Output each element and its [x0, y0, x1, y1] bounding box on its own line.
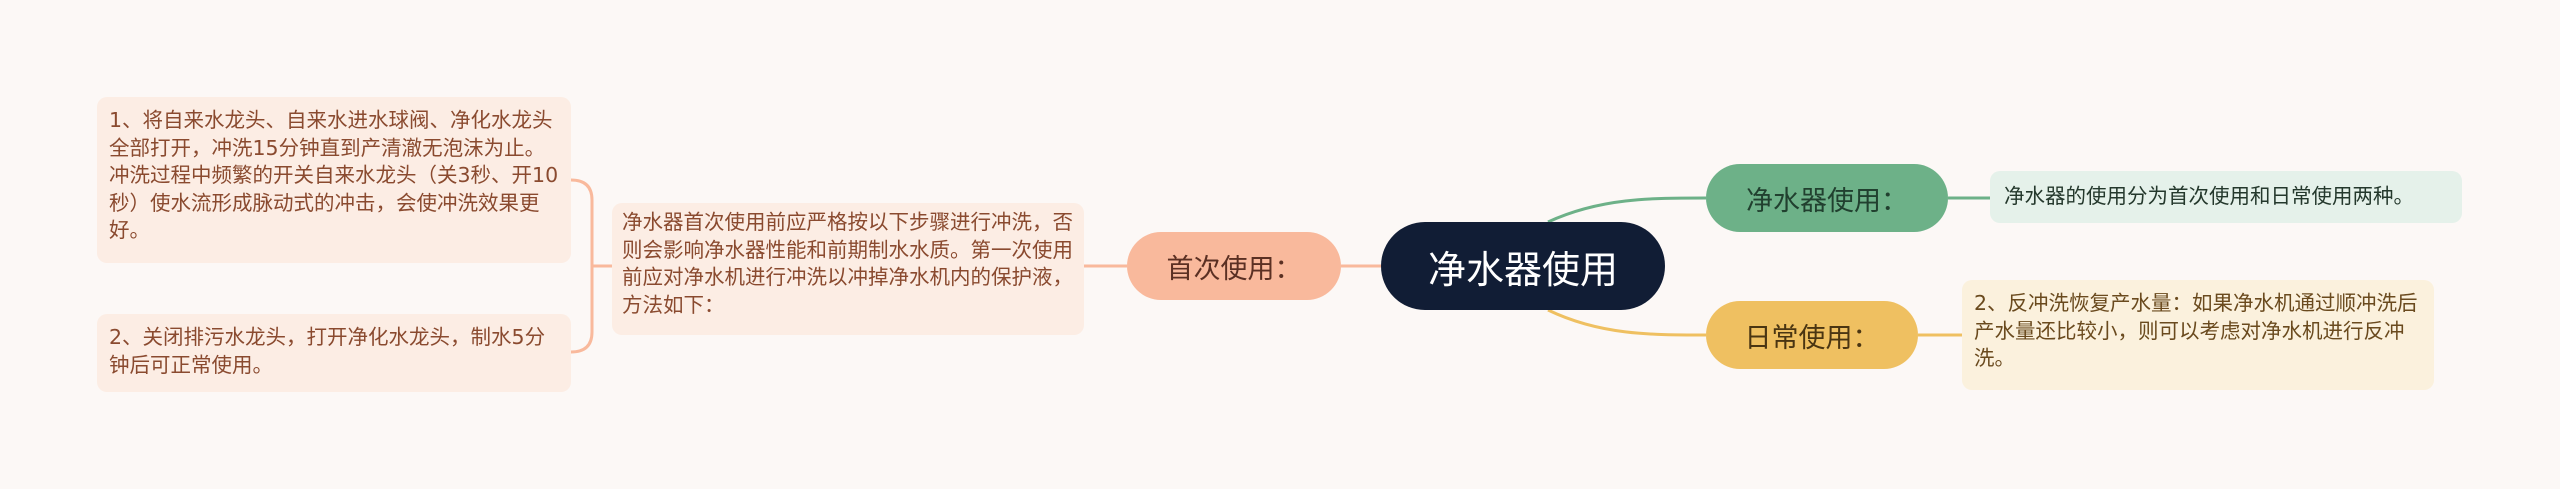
first-use-step-2-card[interactable]: 2、关闭排污水龙头，打开净化水龙头，制水5分钟后可正常使用。 — [97, 314, 571, 392]
branch-first-use[interactable]: 首次使用： — [1127, 232, 1341, 300]
daily-use-detail-card[interactable]: 2、反冲洗恢复产水量：如果净水机通过顺冲洗后产水量还比较小，则可以考虑对净水机进… — [1962, 280, 2434, 390]
branch-daily-use[interactable]: 日常使用： — [1706, 301, 1918, 369]
first-use-detail-card[interactable]: 净水器首次使用前应严格按以下步骤进行冲洗，否则会影响净水器性能和前期制水水质。第… — [612, 203, 1084, 335]
branch-usage[interactable]: 净水器使用： — [1706, 164, 1948, 232]
edge-root-daily — [1547, 308, 1707, 337]
bracket-steps — [570, 178, 594, 354]
edge-root-usage — [1547, 196, 1707, 224]
first-use-step-1-card[interactable]: 1、将自来水龙头、自来水进水球阀、净化水龙头全部打开，冲洗15分钟直到产清澈无泡… — [97, 97, 571, 263]
usage-detail-card[interactable]: 净水器的使用分为首次使用和日常使用两种。 — [1990, 171, 2462, 223]
root-topic[interactable]: 净水器使用 — [1381, 222, 1665, 310]
